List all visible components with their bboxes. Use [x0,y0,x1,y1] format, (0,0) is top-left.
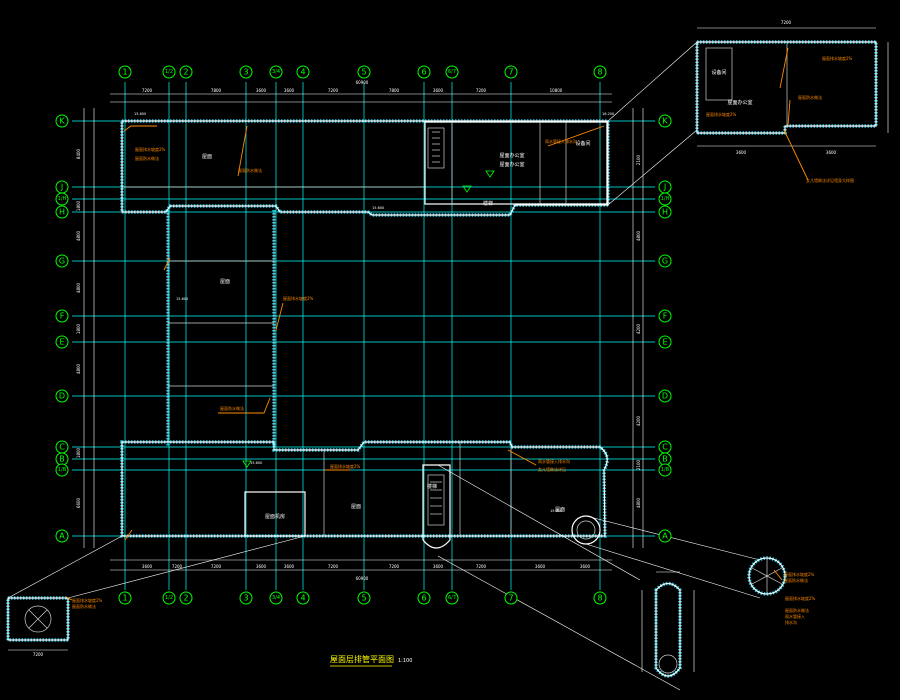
callout-lines [7,41,761,691]
detail-bottom-right [641,571,695,678]
level-markers [242,170,495,468]
building-outline [120,119,610,549]
annotation-leaders [65,47,809,601]
axis-grid [72,82,655,590]
detail-bottom-left [6,596,70,651]
detail-top-right [695,27,889,147]
detail-round-room [747,556,787,596]
dimension-lines [83,93,644,571]
